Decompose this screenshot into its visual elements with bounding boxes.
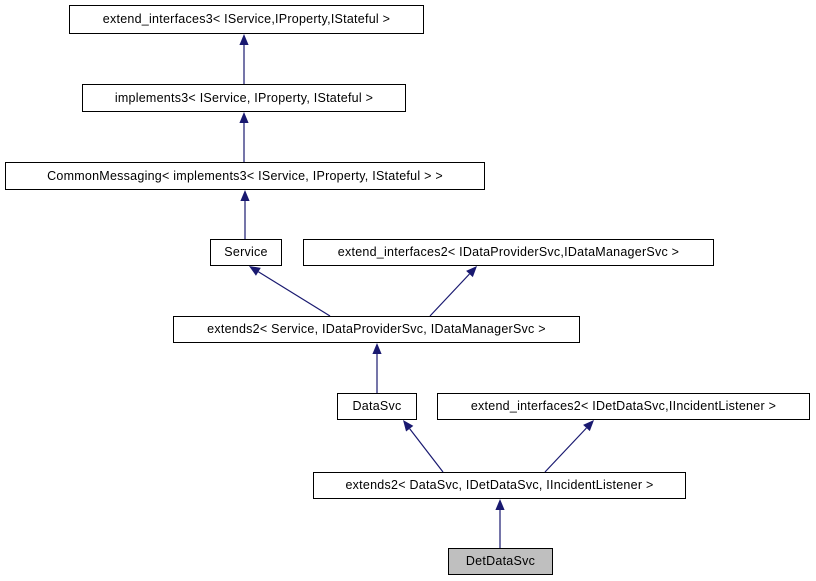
edge-line <box>544 427 587 473</box>
class-node-DetDataSvc[interactable]: DetDataSvc <box>448 548 553 575</box>
class-node-Service[interactable]: Service <box>210 239 282 266</box>
edge-arrowhead-icon <box>240 190 250 201</box>
class-node-extend_interfaces2_det[interactable]: extend_interfaces2< IDetDataSvc,IInciden… <box>437 393 810 420</box>
edge-Service-to-CommonMessaging <box>240 190 250 239</box>
class-node-label: CommonMessaging< implements3< IService, … <box>47 168 443 183</box>
edge-line <box>409 428 444 473</box>
class-node-label: extends2< DataSvc, IDetDataSvc, IInciden… <box>345 478 654 493</box>
edge-line <box>429 273 470 317</box>
edge-arrowhead-icon <box>249 266 261 276</box>
class-node-CommonMessaging[interactable]: CommonMessaging< implements3< IService, … <box>5 162 485 190</box>
class-node-label: DetDataSvc <box>465 554 536 569</box>
edge-arrowhead-icon <box>495 499 505 510</box>
edge-arrowhead-icon <box>466 266 477 278</box>
edge-arrowhead-icon <box>372 343 382 354</box>
class-node-label: extend_interfaces2< IDetDataSvc,IInciden… <box>470 399 777 414</box>
edge-extends2_datasvc-to-DataSvc <box>403 420 444 473</box>
edge-extends2_service-to-extend_interfaces2_data <box>429 266 477 317</box>
edge-line <box>258 271 331 317</box>
edge-DataSvc-to-extends2_service <box>372 343 382 393</box>
class-node-extend_interfaces2_data[interactable]: extend_interfaces2< IDataProviderSvc,IDa… <box>303 239 714 266</box>
edge-arrowhead-icon <box>403 420 414 432</box>
edge-extends2_datasvc-to-extend_interfaces2_det <box>544 420 594 473</box>
edge-arrowhead-icon <box>239 34 249 45</box>
edge-extends2_service-to-Service <box>249 266 331 317</box>
class-node-label: Service <box>224 245 268 260</box>
class-node-label: implements3< IService, IProperty, IState… <box>114 90 374 105</box>
class-node-DataSvc[interactable]: DataSvc <box>337 393 417 420</box>
class-node-extends2_service[interactable]: extends2< Service, IDataProviderSvc, IDa… <box>173 316 580 343</box>
class-node-implements3[interactable]: implements3< IService, IProperty, IState… <box>82 84 406 112</box>
class-node-label: extend_interfaces3< IService,IProperty,I… <box>102 12 391 27</box>
class-node-label: extends2< Service, IDataProviderSvc, IDa… <box>207 322 546 337</box>
edge-DetDataSvc-to-extends2_datasvc <box>495 499 505 548</box>
class-node-extend_interfaces3[interactable]: extend_interfaces3< IService,IProperty,I… <box>69 5 424 34</box>
edge-arrowhead-icon <box>239 112 249 123</box>
edge-arrowhead-icon <box>583 420 594 432</box>
class-node-label: extend_interfaces2< IDataProviderSvc,IDa… <box>337 245 680 260</box>
edge-CommonMessaging-to-implements3 <box>239 112 249 162</box>
edge-implements3-to-extend_interfaces3 <box>239 34 249 84</box>
class-node-label: DataSvc <box>352 399 402 414</box>
class-node-extends2_datasvc[interactable]: extends2< DataSvc, IDetDataSvc, IInciden… <box>313 472 686 499</box>
